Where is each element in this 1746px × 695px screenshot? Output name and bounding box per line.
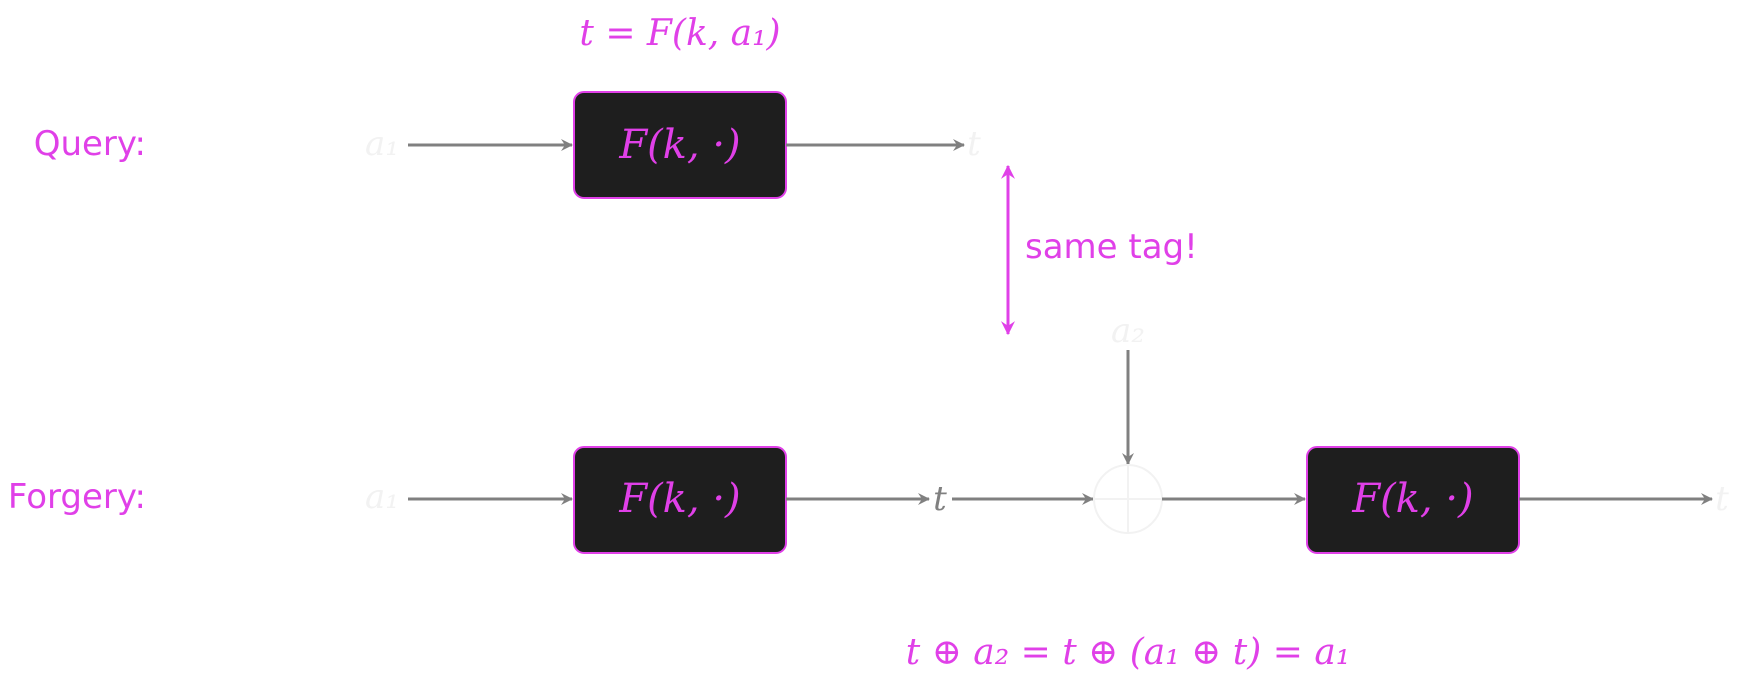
query-row-label: Query: <box>34 124 146 164</box>
xor-node <box>1093 464 1163 534</box>
query-prf-box-label: F(k, ·) <box>618 122 740 168</box>
forgery-input-label: a₁ <box>365 477 399 517</box>
forgery-mid-label: t <box>933 479 947 519</box>
forgery-row-label: Forgery: <box>8 477 146 517</box>
xor-equation: t ⊕ a₂ = t ⊕ (a₁ ⊕ t) = a₁ <box>906 632 1350 673</box>
query-formula: t = F(k, a₁) <box>579 13 780 54</box>
xor-input-label: a₂ <box>1111 311 1145 351</box>
forgery-prf-box-2-label: F(k, ·) <box>1351 476 1473 522</box>
query-input-label: a₁ <box>365 124 399 164</box>
query-output-label: t <box>967 124 981 164</box>
same-tag-label: same tag! <box>1025 227 1198 267</box>
forgery-output-label: t <box>1715 479 1729 519</box>
forgery-prf-box-1-label: F(k, ·) <box>618 476 740 522</box>
